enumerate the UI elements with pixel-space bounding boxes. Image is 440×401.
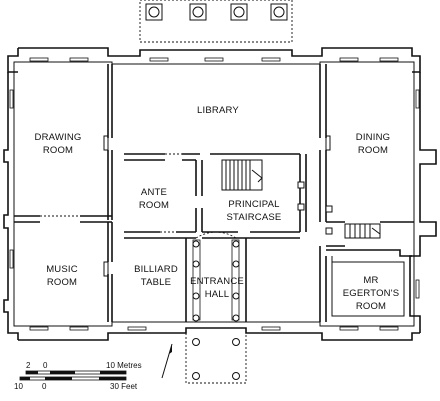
label-entrance-hall-2: HALL [205,289,230,300]
south-porch [185,333,247,384]
label-billiard-1: BILLIARD [134,264,178,275]
service-staircase [325,205,381,239]
north-portico [139,0,293,43]
label-egerton-room-3: ROOM [356,301,386,312]
label-drawing-room-1: DRAWING [35,132,82,143]
scale-bar [19,370,127,381]
scale-feet-zero: 0 [42,382,47,391]
label-egerton-room-2: EGERTON'S [343,288,400,299]
label-entrance-hall-1: ENTRANCE [190,276,244,287]
label-dining-room-1: DINING [356,132,390,143]
scale-metres-right: 10 Metres [106,361,142,370]
label-billiard-2: TABLE [141,277,171,288]
fireplaces [103,135,331,277]
scale-feet-right: 30 Feet [110,382,138,391]
label-music-room-2: ROOM [47,277,77,288]
label-dining-room-2: ROOM [358,145,388,156]
scale-metres-left: 2 [26,361,31,370]
label-drawing-room-2: ROOM [43,145,73,156]
label-staircase-2: STAIRCASE [227,212,282,223]
windows [9,57,420,331]
principal-staircase [221,159,305,211]
north-arrow-icon [161,343,173,379]
label-library: LIBRARY [197,105,239,116]
scale-metres-zero: 0 [43,361,48,370]
label-egerton-room-1: MR [363,275,378,286]
label-ante-room-2: ROOM [139,200,169,211]
label-music-room-1: MUSIC [46,264,78,275]
outer-walls [3,47,437,341]
scale-feet-left: 10 [14,382,23,391]
entrance-hall-columns [192,231,240,322]
label-staircase-1: PRINCIPAL [228,199,279,210]
label-ante-room-1: ANTE [141,187,167,198]
